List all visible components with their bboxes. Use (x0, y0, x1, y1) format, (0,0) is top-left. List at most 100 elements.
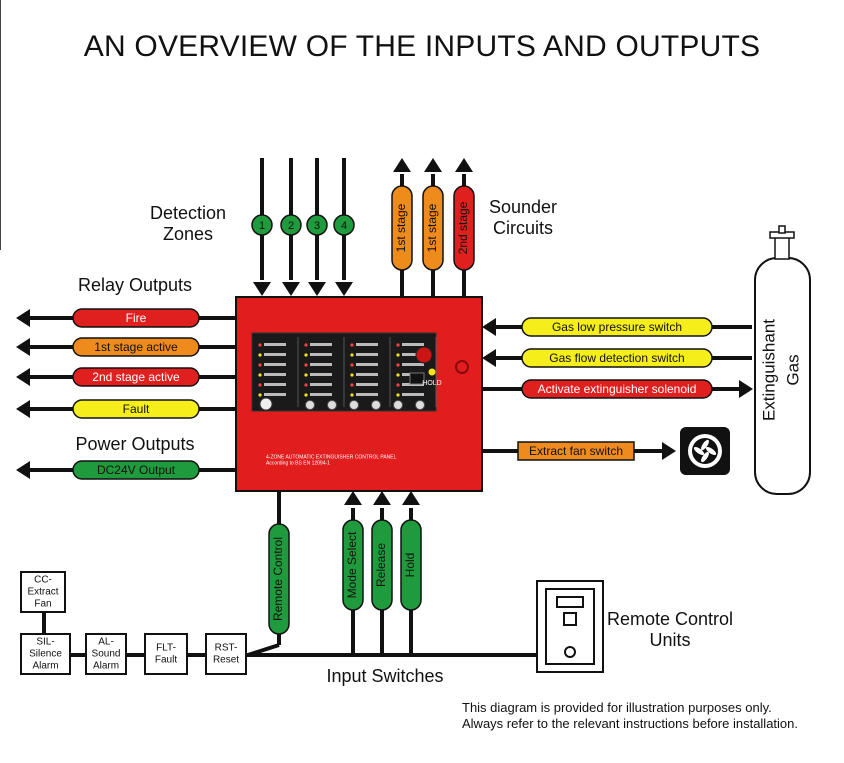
sounder-arrow (455, 158, 473, 172)
indicator-led (258, 373, 262, 377)
indicator-led (258, 353, 262, 357)
relay-arrow (16, 309, 30, 327)
power-outputs-label: Power Outputs (75, 434, 195, 454)
relay-output (72, 337, 200, 357)
input-switches-label: Input Switches (326, 666, 444, 686)
indicator-led (396, 363, 400, 367)
gas-input-switch (521, 348, 713, 368)
indicator-led (350, 373, 354, 377)
hold-led (428, 368, 436, 376)
countdown-display (409, 372, 425, 385)
disclaimer-line-2: Always refer to the relevant instruction… (462, 716, 799, 731)
input-switch-pill (400, 519, 422, 611)
sounder-pill-label: 2nd stage (456, 201, 470, 254)
indicator-text (402, 343, 424, 346)
indicator-text (310, 353, 332, 356)
gas-label-1: Extinguishant (759, 319, 778, 421)
indicator-text (310, 363, 332, 366)
indicator-text (310, 393, 332, 396)
gas-valve (774, 236, 790, 260)
panel-button (327, 400, 337, 410)
relay-outputs-label: Relay Outputs (77, 275, 193, 295)
input-switch-arrow (344, 491, 362, 505)
indicator-text (402, 363, 424, 366)
flt-fault-box (144, 633, 188, 675)
fan-blade (701, 439, 709, 451)
relay-output (72, 308, 200, 328)
flt-fault-box-text: FLT- (156, 643, 176, 654)
indicator-text (356, 373, 378, 376)
indicator-text (264, 343, 286, 346)
sounder-pill (391, 185, 413, 271)
indicator-led (396, 343, 400, 347)
indicator-text (402, 393, 424, 396)
indicator-led (350, 353, 354, 357)
indicator-text (264, 363, 286, 366)
indicator-led (304, 343, 308, 347)
indicator-led (350, 343, 354, 347)
indicator-led (396, 393, 400, 397)
indicator-led (304, 373, 308, 377)
fan-hub-bg (692, 438, 718, 464)
al-sound-alarm-box-text: Sound (92, 649, 121, 660)
rst-reset-box (205, 633, 247, 675)
zone-arrow (253, 282, 271, 296)
al-sound-alarm-box-text: Alarm (93, 661, 119, 672)
disclaimer: This diagram is provided for illustratio… (462, 700, 842, 732)
remote-control-units-label: Remote Control Units (606, 609, 734, 650)
indicator-led (396, 353, 400, 357)
solenoid-arrow (739, 380, 753, 398)
panel-button (371, 400, 381, 410)
al-sound-alarm-box-text: AL- (98, 637, 114, 648)
indicator-led (396, 383, 400, 387)
gas-label-2: Gas (783, 354, 802, 385)
release-button-icon (415, 346, 433, 364)
indicator-led (396, 373, 400, 377)
zone-marker (333, 214, 355, 236)
indicator-text (356, 363, 378, 366)
panel-button (393, 400, 403, 410)
input-switch-arrow (373, 491, 391, 505)
indicator-led (258, 393, 262, 397)
indicator-text (402, 353, 424, 356)
cc-extract-fan-box-text: Fan (34, 599, 51, 610)
indicator-text (264, 373, 286, 376)
remote-unit-key (563, 612, 577, 626)
fan-blade (693, 447, 705, 455)
al-sound-alarm-box (85, 633, 127, 675)
sounder-pill (422, 185, 444, 271)
sil-silence-alarm-box-text: Silence (29, 649, 62, 660)
indicator-led (258, 363, 262, 367)
key-switch-icon (259, 397, 273, 411)
sounder-circuits-label: Sounder Circuits (488, 197, 558, 238)
fan-output-label: Extract fan switch (529, 444, 623, 458)
gas-input-switch-label: Gas low pressure switch (552, 320, 682, 334)
input-switch-pill-label: Mode Select (345, 531, 359, 598)
sounder-pill-label: 1st stage (425, 203, 439, 252)
sil-silence-alarm-box (20, 633, 71, 675)
relay-output-label: Fault (123, 402, 150, 416)
indicator-led (258, 383, 262, 387)
detection-zones-label: Detection Zones (149, 203, 227, 244)
panel-caption-1: 4-ZONE AUTOMATIC EXTINGUISHER CONTROL PA… (266, 454, 397, 460)
input-switch-pill-label: Hold (403, 553, 417, 578)
panel-caption-2: According to BS EN 12094-1 (266, 460, 330, 466)
relay-output (72, 399, 200, 419)
indicator-led (350, 393, 354, 397)
gas-input-switch (521, 317, 713, 337)
sounder-pill (453, 185, 475, 271)
indicator-led (304, 353, 308, 357)
sil-silence-alarm-box-text: SIL- (36, 637, 54, 648)
input-switch-pill (371, 519, 393, 611)
gas-valve-stem (778, 225, 786, 234)
input-switch-arrow (402, 491, 420, 505)
panel-button (415, 400, 425, 410)
indicator-text (310, 343, 332, 346)
remote-unit-button (564, 646, 576, 658)
indicator-led (304, 363, 308, 367)
zone-arrow (282, 282, 300, 296)
indicator-text (356, 353, 378, 356)
indicator-text (356, 393, 378, 396)
panel-button (305, 400, 315, 410)
